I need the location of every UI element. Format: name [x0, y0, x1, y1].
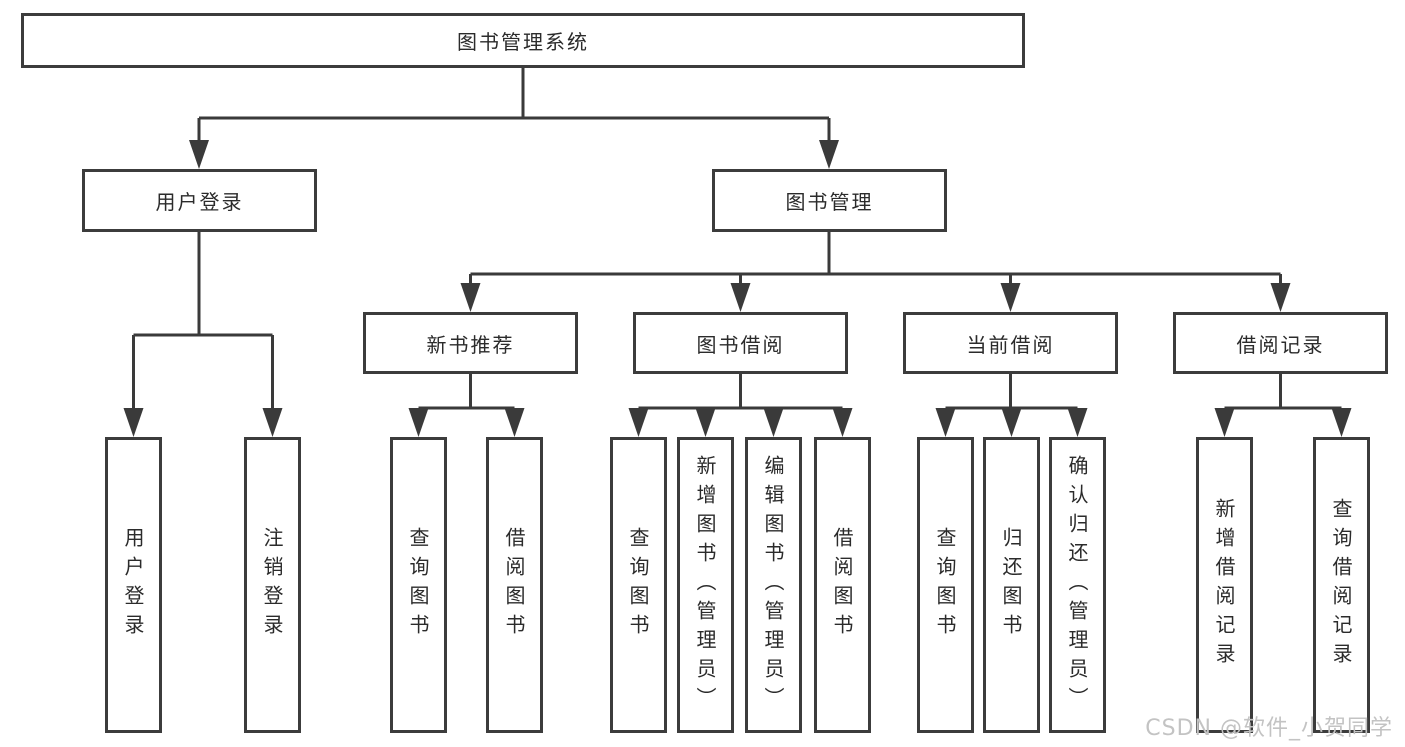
arrowhead-icon [1331, 408, 1352, 437]
node-label: 查询借阅记录 [1329, 498, 1353, 672]
node-label: 图书借阅 [696, 332, 785, 357]
node-label: 注销登录 [260, 527, 284, 643]
node-leaf-borrow-books: 借阅图书 [814, 437, 871, 733]
arrowhead-icon [262, 408, 283, 437]
node-book-borrow: 图书借阅 [633, 312, 848, 374]
arrowhead-icon [1067, 408, 1088, 437]
node-current-borrow: 当前借阅 [903, 312, 1118, 374]
node-leaf-query-borrow-record: 查询借阅记录 [1313, 437, 1370, 733]
node-leaf-edit-books-admin: 编辑图书（管理员） [745, 437, 802, 733]
arrowhead-icon [628, 408, 649, 437]
arrowhead-icon [695, 408, 716, 437]
arrowhead-icon [1001, 408, 1022, 437]
node-label: 用户登录 [155, 190, 244, 214]
node-leaf-add-borrow-record: 新增借阅记录 [1196, 437, 1253, 733]
node-book-management: 图书管理 [712, 169, 947, 232]
node-label: 查询图书 [406, 527, 430, 643]
arrowheads [123, 140, 1352, 437]
node-leaf-query-books-recommend: 查询图书 [390, 437, 447, 733]
csdn-watermark: CSDN @软件_小贺同学 [1145, 716, 1393, 741]
node-leaf-borrow-books-recommend: 借阅图书 [486, 437, 543, 733]
arrowhead-icon [763, 408, 784, 437]
arrowhead-icon [123, 408, 144, 437]
arrowhead-icon [504, 408, 525, 437]
arrowhead-icon [189, 140, 209, 169]
node-user-login: 用户登录 [82, 169, 317, 232]
node-label: 借阅图书 [502, 527, 526, 643]
node-label: 用户登录 [121, 527, 145, 643]
arrowhead-icon [1000, 283, 1021, 312]
node-borrow-records: 借阅记录 [1173, 312, 1388, 374]
node-leaf-query-books-current: 查询图书 [917, 437, 974, 733]
node-label: 当前借阅 [966, 332, 1055, 357]
node-label: 新增图书（管理员） [693, 454, 717, 716]
node-label: 借阅图书 [830, 527, 854, 643]
node-new-book-recommend: 新书推荐 [363, 312, 578, 374]
arrowhead-icon [408, 408, 429, 437]
node-label: 图书管理系统 [457, 30, 589, 54]
node-label: 编辑图书（管理员） [761, 454, 785, 716]
node-label: 确认归还（管理员） [1065, 454, 1089, 716]
node-leaf-confirm-return-admin: 确认归还（管理员） [1049, 437, 1106, 733]
node-leaf-user-login: 用户登录 [105, 437, 162, 733]
node-leaf-return-books: 归还图书 [983, 437, 1040, 733]
arrowhead-icon [460, 283, 481, 312]
node-leaf-query-books-borrow: 查询图书 [610, 437, 667, 733]
node-label: 借阅记录 [1236, 332, 1325, 357]
node-label: 新增借阅记录 [1212, 498, 1236, 672]
arrowhead-icon [819, 140, 839, 169]
arrowhead-icon [1270, 283, 1291, 312]
node-leaf-add-books-admin: 新增图书（管理员） [677, 437, 734, 733]
node-label: 归还图书 [999, 527, 1023, 643]
arrowhead-icon [935, 408, 956, 437]
arrowhead-icon [730, 283, 751, 312]
node-leaf-logout: 注销登录 [244, 437, 301, 733]
arrowhead-icon [832, 408, 853, 437]
node-label: 查询图书 [933, 527, 957, 643]
arrowhead-icon [1214, 408, 1235, 437]
node-label: 新书推荐 [426, 332, 515, 357]
node-label: 图书管理 [785, 190, 874, 214]
node-label: 查询图书 [626, 527, 650, 643]
node-root-library-management-system: 图书管理系统 [21, 13, 1025, 68]
